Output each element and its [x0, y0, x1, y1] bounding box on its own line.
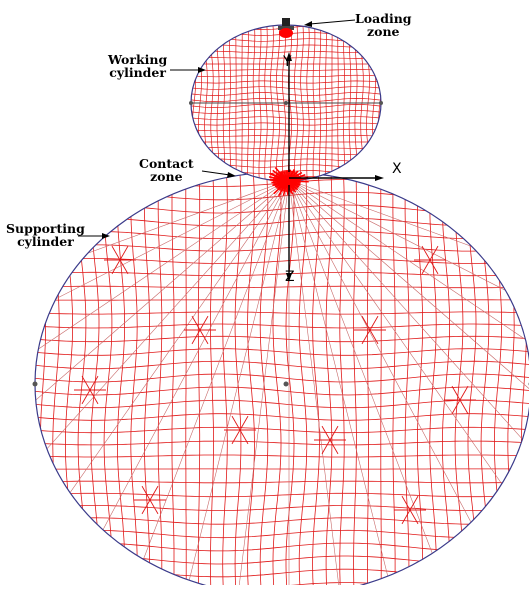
supporting-center-node — [284, 382, 289, 387]
supporting-cylinder-label: Supporting cylinder — [6, 222, 85, 248]
working-left-node — [189, 101, 193, 105]
z-axis-label: Z — [285, 269, 295, 285]
contact-zone-label: Contact zone — [139, 157, 194, 183]
x-axis-arrow — [375, 175, 384, 181]
working-cylinder-label: Working cylinder — [108, 53, 167, 79]
working-cylinder-label-line2: cylinder — [108, 66, 167, 79]
loading-zone-label: Loading zone — [355, 12, 412, 38]
y-axis-label: Y — [282, 54, 292, 70]
contact-leader — [202, 171, 230, 175]
contact-zone-label-line2: zone — [139, 170, 194, 183]
load-block — [282, 18, 290, 27]
load-contact-patch — [279, 28, 293, 38]
loading-zone-label-line2: zone — [355, 25, 412, 38]
supporting-cylinder-label-line2: cylinder — [6, 235, 85, 248]
x-axis-label: X — [392, 161, 402, 177]
working-cylinder — [186, 20, 384, 185]
working-right-node — [379, 101, 383, 105]
loading-marker — [278, 18, 294, 38]
supporting-left-node — [33, 382, 38, 387]
working-center-node — [284, 101, 288, 105]
loading-leader — [310, 20, 355, 24]
contact-zone-core — [273, 170, 301, 192]
